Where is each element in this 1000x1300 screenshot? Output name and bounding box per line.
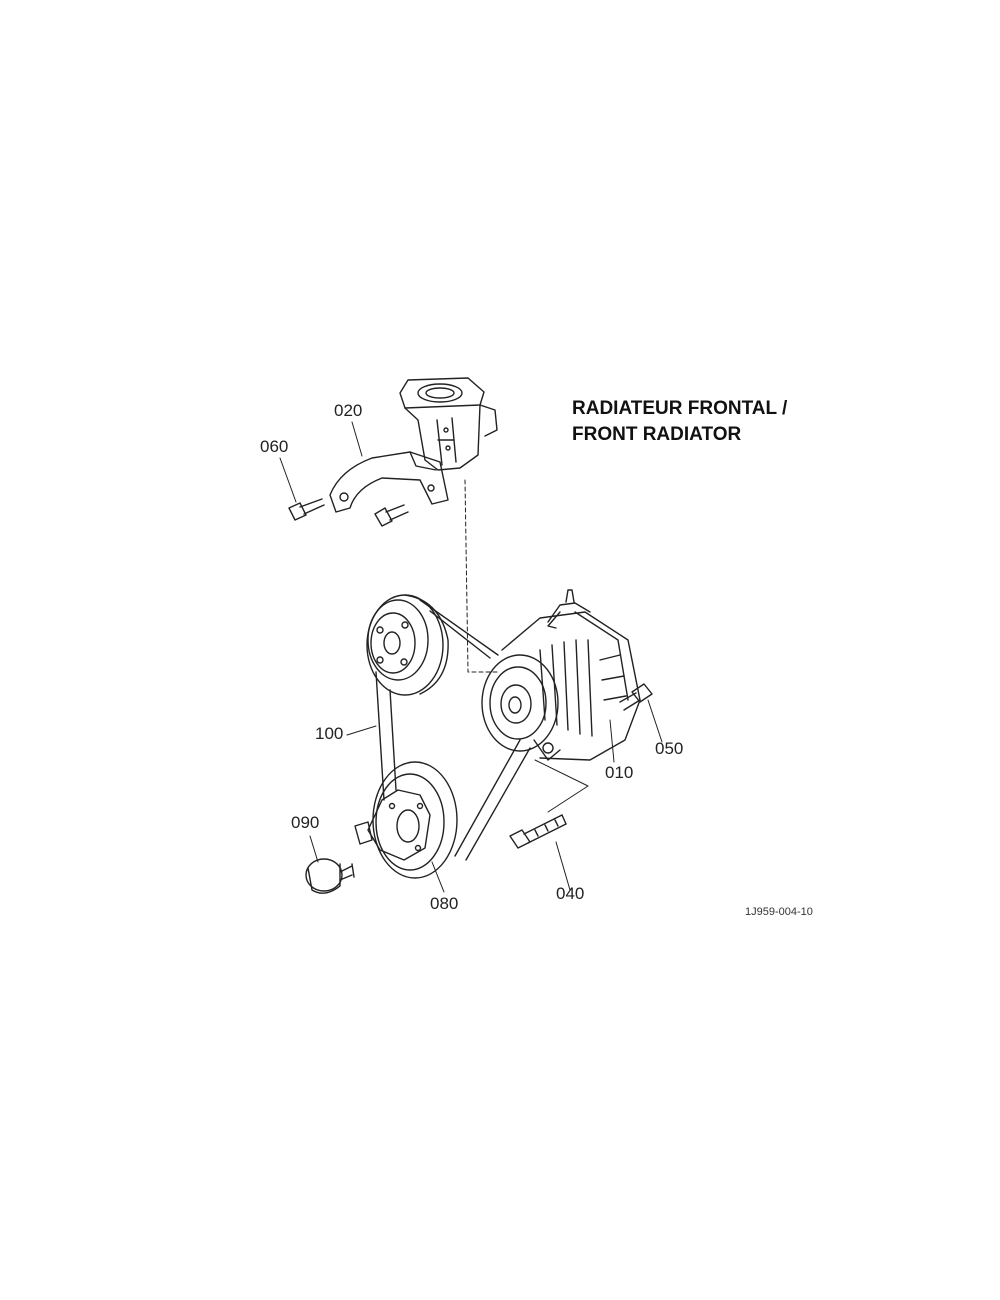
bolt-040 [509,814,567,849]
callout-010: 010 [605,763,634,782]
water-outlet-housing [399,377,498,471]
alternator-bracket [329,451,449,513]
assembly-line [534,759,589,813]
leader-lines [279,421,663,893]
fan-belt [375,599,531,861]
drawing-code: 1J959-004-10 [745,906,813,918]
callout-090: 090 [291,813,320,832]
bolt-060 [288,498,325,521]
diagram-title: RADIATEUR FRONTAL / FRONT RADIATOR [572,396,787,448]
water-pump-pulley [366,594,449,696]
callout-100: 100 [315,724,344,743]
callout-020: 020 [334,401,363,420]
alignment-line [464,479,499,673]
callout-080: 080 [430,894,459,913]
bracket-bolt [374,504,409,527]
bolt-050 [619,683,653,711]
title-line-2: FRONT RADIATOR [572,424,742,445]
crank-bolt-090 [305,858,355,894]
crankshaft-pulley [354,761,458,879]
callout-050: 050 [655,739,684,758]
callout-060: 060 [260,437,289,456]
alternator [481,589,641,761]
callout-040: 040 [556,884,585,903]
title-line-1: RADIATEUR FRONTAL / [572,398,788,419]
